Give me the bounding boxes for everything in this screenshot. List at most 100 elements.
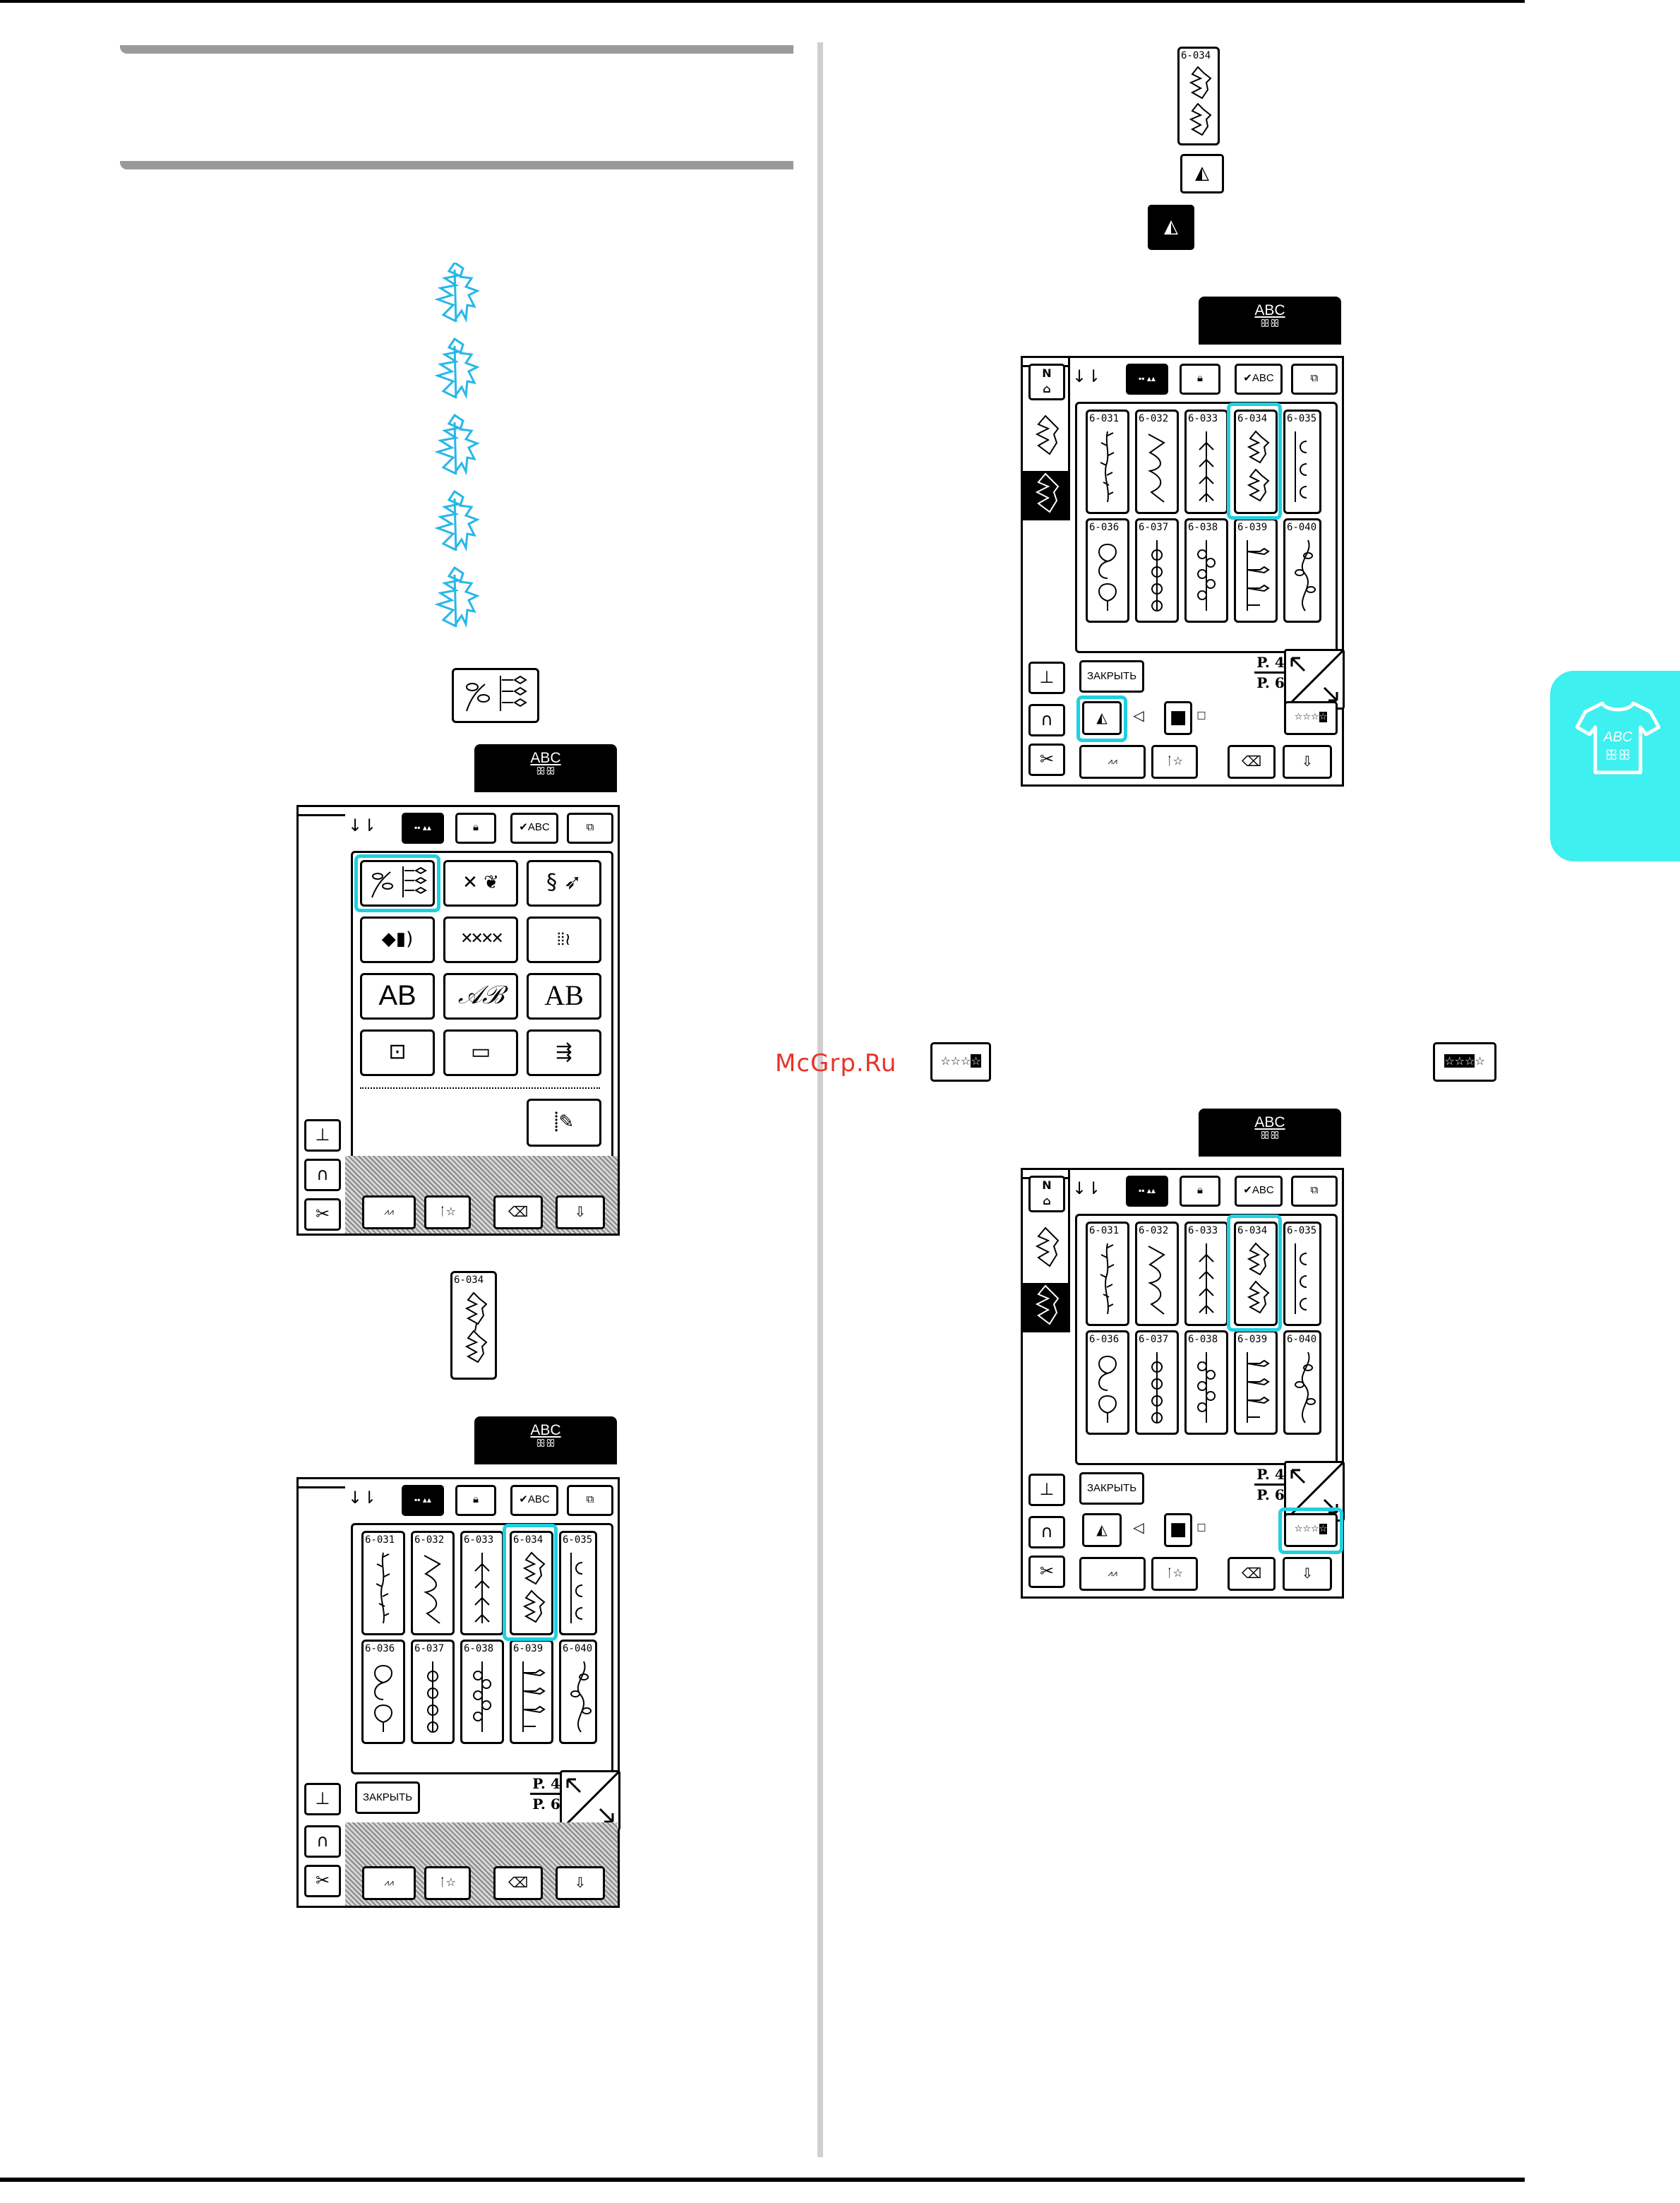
pattern-cell[interactable]: 6-036 xyxy=(1086,518,1129,623)
pattern-cell[interactable]: 6-038 xyxy=(460,1640,504,1744)
presser-foot-button[interactable]: ⊥ xyxy=(304,1119,341,1152)
lock-button[interactable]: 🔒︎ xyxy=(455,1485,496,1516)
close-button[interactable]: ЗАКРЫТЬ xyxy=(1079,660,1144,693)
pattern-cell[interactable]: 6-039 xyxy=(510,1640,553,1744)
pattern-select-button[interactable]: ᛙ☆ xyxy=(424,1195,471,1229)
pattern-select-button[interactable]: ᛙ☆ xyxy=(1151,745,1198,779)
size-toggle-button[interactable]: ▪▪ ▴▴ xyxy=(402,1485,444,1516)
pattern-cell[interactable]: 6-031 xyxy=(1086,410,1129,514)
density-small-button[interactable]: □ xyxy=(1192,701,1211,731)
save-button[interactable]: ⇩ xyxy=(556,1866,605,1900)
presser-foot-button[interactable]: ⊥ xyxy=(1028,1474,1065,1506)
save-button[interactable]: ⇩ xyxy=(556,1195,605,1229)
presser-foot-button[interactable]: ⊥ xyxy=(1028,662,1065,694)
threading-button[interactable]: ∩ xyxy=(304,1159,341,1191)
leaf-double-active[interactable] xyxy=(1023,471,1068,520)
presser-foot-button[interactable]: ⊥ xyxy=(304,1783,341,1815)
pattern-cell[interactable]: 6-033 xyxy=(460,1531,504,1635)
scissors-button[interactable]: ✂ xyxy=(1028,744,1065,776)
pattern-cell[interactable]: 6-031 xyxy=(1086,1222,1129,1326)
pattern-cell[interactable]: 6-036 xyxy=(361,1640,405,1744)
repeat-button[interactable]: ☆☆☆☆ xyxy=(1284,1513,1338,1547)
density-small-button[interactable]: □ xyxy=(1192,1513,1211,1543)
memory-button[interactable]: ⧉ xyxy=(1291,364,1338,395)
category-font-outline-button[interactable]: AB xyxy=(527,973,601,1020)
memory-button[interactable]: ⧉ xyxy=(567,1485,613,1516)
scissors-button[interactable]: ✂ xyxy=(1028,1556,1065,1588)
category-cross-stitch-button[interactable]: ✕ ❦ xyxy=(443,860,518,907)
eraser-button[interactable]: ⌫ xyxy=(1228,1557,1276,1591)
save-button[interactable]: ⇩ xyxy=(1283,1557,1332,1591)
mirror-button[interactable]: ◭ xyxy=(1082,1513,1122,1547)
pattern-cell[interactable]: 6-036 xyxy=(1086,1330,1129,1435)
stitch-adjust-button[interactable]: ⩘⩘ xyxy=(362,1866,416,1900)
foot-n-button[interactable]: N⌂ xyxy=(1028,364,1065,400)
category-ornament-button[interactable]: § ➶ xyxy=(527,860,601,907)
pattern-cell[interactable]: 6-032 xyxy=(1135,1222,1179,1326)
pattern-select-button[interactable]: ᛙ☆ xyxy=(1151,1557,1198,1591)
mirror-button[interactable]: ◭ xyxy=(1082,701,1122,735)
category-satin-button[interactable]: ◆▮) xyxy=(360,917,435,963)
category-line-button[interactable]: ⦙⦙≀ xyxy=(527,917,601,963)
stitch-adjust-button[interactable]: ⩘⩘ xyxy=(1079,1557,1146,1591)
save-button[interactable]: ⇩ xyxy=(1283,745,1332,779)
pattern-cell[interactable]: 6-037 xyxy=(1135,1330,1179,1435)
page-arrows-button[interactable] xyxy=(560,1770,620,1831)
foot-n-button[interactable]: N⌂ xyxy=(1028,1176,1065,1212)
pattern-cell[interactable]: 6-038 xyxy=(1184,1330,1228,1435)
category-font-gothic-button[interactable]: AB xyxy=(360,973,435,1020)
density-button[interactable]: ■ xyxy=(1164,1513,1192,1547)
check-abc-button[interactable]: ✔ABC xyxy=(1235,364,1283,395)
scissors-button[interactable]: ✂ xyxy=(304,1198,341,1231)
pattern-cell[interactable]: 6-032 xyxy=(1135,410,1179,514)
pattern-cell[interactable]: 6-038 xyxy=(1184,518,1228,623)
threading-button[interactable]: ∩ xyxy=(304,1825,341,1858)
category-pocket-button[interactable]: ▭ xyxy=(443,1029,518,1076)
threading-button[interactable]: ∩ xyxy=(1028,704,1065,736)
pattern-cell[interactable]: 6-032 xyxy=(411,1531,455,1635)
size-toggle-button[interactable]: ▪▪ ▴▴ xyxy=(1126,1176,1168,1207)
pattern-select-button[interactable]: ᛙ☆ xyxy=(424,1866,471,1900)
edit-button[interactable]: ⸽✎ xyxy=(527,1099,601,1147)
pattern-cell[interactable]: 6-035 xyxy=(559,1531,597,1635)
pattern-cell[interactable]: 6-037 xyxy=(1135,518,1179,623)
pattern-cell[interactable]: 6-040 xyxy=(1283,518,1321,623)
category-cross-pattern-button[interactable]: ✕✕✕✕ xyxy=(443,917,518,963)
pattern-cell[interactable]: 6-033 xyxy=(1184,410,1228,514)
pattern-cell[interactable]: 6-037 xyxy=(411,1640,455,1744)
stitch-adjust-button[interactable]: ⩘⩘ xyxy=(1079,745,1146,779)
size-toggle-button[interactable]: ▪▪ ▴▴ xyxy=(402,813,444,844)
lock-button[interactable]: 🔒︎ xyxy=(455,813,496,844)
memory-button[interactable]: ⧉ xyxy=(1291,1176,1338,1207)
check-abc-button[interactable]: ✔ABC xyxy=(510,813,558,844)
size-toggle-button[interactable]: ▪▪ ▴▴ xyxy=(1126,364,1168,395)
leaf-double-active[interactable] xyxy=(1023,1283,1068,1332)
usb-button[interactable]: ⇶ xyxy=(527,1029,601,1076)
eraser-button[interactable]: ⌫ xyxy=(493,1195,543,1229)
repeat-button[interactable]: ☆☆☆☆ xyxy=(1284,701,1338,735)
pattern-cell[interactable]: 6-039 xyxy=(1234,518,1278,623)
pattern-cell[interactable]: 6-034 xyxy=(1234,1222,1278,1326)
lock-button[interactable]: 🔒︎ xyxy=(1180,1176,1220,1207)
check-abc-button[interactable]: ✔ABC xyxy=(1235,1176,1283,1207)
pattern-cell[interactable]: 6-035 xyxy=(1283,410,1321,514)
eraser-button[interactable]: ⌫ xyxy=(493,1866,543,1900)
category-font-script-button[interactable]: 𝒜ℬ xyxy=(443,973,518,1020)
threading-button[interactable]: ∩ xyxy=(1028,1516,1065,1548)
memory-button[interactable]: ⧉ xyxy=(567,813,613,844)
check-abc-button[interactable]: ✔ABC xyxy=(510,1485,558,1516)
pattern-cell[interactable]: 6-031 xyxy=(361,1531,405,1635)
pattern-cell[interactable]: 6-035 xyxy=(1283,1222,1321,1326)
pattern-cell[interactable]: 6-034 xyxy=(1234,410,1278,514)
triangle-button[interactable]: ◁ xyxy=(1126,701,1151,731)
pattern-cell[interactable]: 6-033 xyxy=(1184,1222,1228,1326)
category-decorative-button[interactable] xyxy=(360,860,435,907)
triangle-button[interactable]: ◁ xyxy=(1126,1513,1151,1543)
close-button[interactable]: ЗАКРЫТЬ xyxy=(355,1781,420,1814)
pattern-cell[interactable]: 6-040 xyxy=(1283,1330,1321,1435)
pattern-cell[interactable]: 6-040 xyxy=(559,1640,597,1744)
close-button[interactable]: ЗАКРЫТЬ xyxy=(1079,1472,1144,1505)
density-button[interactable]: ■ xyxy=(1164,701,1192,735)
stitch-adjust-button[interactable]: ⩘⩘ xyxy=(362,1195,416,1229)
category-design-button[interactable]: ⊡ xyxy=(360,1029,435,1076)
